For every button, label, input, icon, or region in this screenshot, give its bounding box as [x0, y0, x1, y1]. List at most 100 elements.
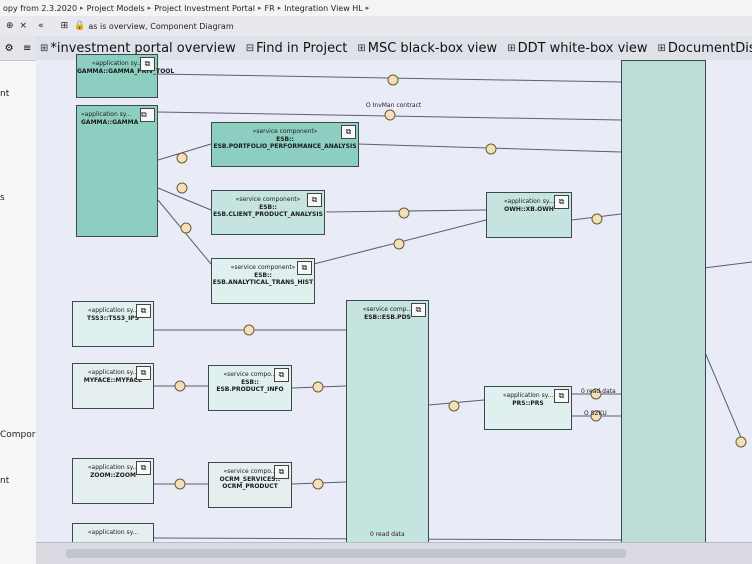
interface-lollipop[interactable]: [735, 436, 747, 448]
component-icon: ⧉: [554, 389, 569, 403]
component-icon: ⧉: [274, 465, 289, 479]
interface-lollipop[interactable]: [174, 478, 186, 490]
breadcrumb-item-3[interactable]: Project Investment Portal: [154, 3, 255, 13]
component-client-product-analysis[interactable]: ⧉ «service component» ESB:: ESB.CLIENT_P…: [211, 190, 325, 235]
chevron-right-icon: ▸: [257, 4, 262, 12]
component-gamma[interactable]: ⧉ «application sy... GAMMA::GAMMA: [76, 105, 158, 237]
stereotype-label: «service comp...: [362, 306, 413, 313]
diagram-icon: ⊞: [507, 42, 516, 54]
component-icon: ⧉: [140, 108, 155, 122]
component-icon: ⧉: [140, 57, 155, 71]
component-esb-pds[interactable]: ⧉ «service comp... ESB::ESB.PDS: [346, 300, 429, 543]
connector[interactable]: [703, 349, 743, 441]
connector[interactable]: [157, 187, 212, 211]
tab-msc-black-box-view[interactable]: ⊞ MSC black-box view: [353, 41, 503, 56]
component-icon: ⧉: [341, 125, 356, 139]
settings-icon[interactable]: ⚙: [4, 42, 14, 54]
connector[interactable]: [703, 261, 752, 269]
component-analytical-trans-hist[interactable]: ⧉ «service component» ESB:: ESB.ANALYTIC…: [211, 258, 315, 304]
interface-lollipop[interactable]: [387, 74, 399, 86]
interface-lollipop[interactable]: [312, 381, 324, 393]
tab-document-distribution[interactable]: ⊞ DocumentDistributi: [654, 41, 752, 56]
component-name: OWH::XB.OWH: [504, 205, 554, 213]
component-myface[interactable]: ⧉ «application sy... MYFACE::MYFACE: [72, 363, 154, 409]
diagram-icon: ⊞: [40, 42, 49, 54]
component-icon: ⧉: [274, 368, 289, 382]
breadcrumb-item-5[interactable]: Integration View HL: [284, 3, 363, 13]
interface-lollipop[interactable]: [398, 207, 410, 219]
connector[interactable]: [157, 143, 212, 161]
component-icon: ⧉: [411, 303, 426, 317]
interface-label: 0 read data: [370, 531, 405, 538]
interface-lollipop[interactable]: [243, 324, 255, 336]
interface-lollipop[interactable]: [180, 222, 192, 234]
tab-investment-portal-overview[interactable]: ⊞ *investment portal overview: [36, 41, 242, 56]
diagram-title: as is overview, Component Diagram: [88, 21, 234, 31]
diagram-canvas[interactable]: ⧉ «application sy... GAMMA::GAMMA_PRIV_T…: [36, 54, 752, 549]
close-icon[interactable]: ×: [19, 21, 28, 31]
interface-label: O InvMan contract: [366, 102, 422, 109]
stereotype-label: «service component»: [252, 128, 318, 135]
component-icon: ⧉: [297, 261, 312, 275]
breadcrumb-item-1[interactable]: opy from 2.3.2020: [3, 3, 78, 13]
left-panel-label: Compor: [0, 430, 36, 440]
interface-lollipop[interactable]: [393, 238, 405, 250]
component-name: TSS3::TSS3_IPS: [86, 314, 140, 322]
interface-lollipop[interactable]: [590, 388, 602, 400]
interface-lollipop[interactable]: [591, 213, 603, 225]
pin-icon[interactable]: ⊕: [6, 21, 14, 31]
component-ocrm-product[interactable]: ⧉ «service compo... OCRM_SERVICES:: OCRM…: [208, 462, 292, 508]
breadcrumb: opy from 2.3.2020 ▸ Project Models ▸ Pro…: [0, 0, 752, 17]
stereotype-label: «application sy...: [87, 464, 139, 471]
component-owh[interactable]: ⧉ «application sy... OWH::XB.OWH: [486, 192, 572, 238]
component-prs[interactable]: ⧉ «application sy... PRS::PRS: [484, 386, 572, 430]
stereotype-label: «application sy...: [81, 111, 132, 118]
component-name: ESB::ESB.PDS: [364, 313, 411, 321]
component-tss3-ips[interactable]: ⧉ «application sy... TSS3::TSS3_IPS: [72, 301, 154, 347]
stereotype-label: «application sy...: [503, 198, 555, 205]
interface-lollipop[interactable]: [590, 410, 602, 422]
tab-label: *investment portal overview: [50, 40, 236, 56]
tab-label: Find in Project: [256, 40, 348, 56]
stereotype-label: «application sy...: [502, 392, 554, 399]
interface-lollipop[interactable]: [176, 152, 188, 164]
component-zoom[interactable]: ⧉ «application sy... ZOOM::ZOOM: [72, 458, 154, 504]
breadcrumb-item-4[interactable]: FR: [264, 3, 275, 13]
interface-lollipop[interactable]: [174, 380, 186, 392]
component-name: ZOOM::ZOOM: [90, 471, 136, 479]
connector[interactable]: [157, 199, 217, 271]
component-icon: ⧉: [136, 304, 151, 318]
interface-lollipop[interactable]: [176, 182, 188, 194]
interface-lollipop[interactable]: [485, 143, 497, 155]
interface-lollipop[interactable]: [384, 109, 396, 121]
breadcrumb-item-2[interactable]: Project Models: [86, 3, 145, 13]
component-product-info[interactable]: ⧉ «service compo... ESB:: ESB.PRODUCT_IN…: [208, 365, 292, 411]
left-panel-toolbar: ⚙ ≡: [0, 36, 36, 61]
horizontal-scrollbar[interactable]: [36, 542, 752, 564]
stereotype-label: «service component»: [230, 264, 296, 271]
chevron-left-icon[interactable]: «: [38, 21, 44, 31]
component-gamma-priv-tool[interactable]: ⧉ «application sy... GAMMA::GAMMA_PRIV_T…: [76, 54, 174, 98]
interface-label: 0 read data: [581, 388, 616, 395]
component-name: ESB:: ESB.CLIENT_PRODUCT_ANALYSIS: [213, 203, 323, 219]
stereotype-label: «application sy...: [87, 369, 139, 376]
chevron-right-icon: ▸: [147, 4, 152, 12]
tab-find-in-project[interactable]: ⊟ Find in Project: [242, 41, 354, 56]
component-portfolio-performance-analysis[interactable]: ⧉ «service component» ESB:: ESB.PORTFOLI…: [211, 122, 359, 167]
left-panel-label: nt: [0, 476, 10, 486]
menu-icon[interactable]: ≡: [22, 42, 32, 54]
interface-lollipop[interactable]: [448, 400, 460, 412]
diagram-icon: ⊞: [657, 42, 666, 54]
tab-label: DDT white-box view: [517, 40, 648, 56]
stereotype-label: «application sy...: [91, 60, 143, 67]
scrollbar-thumb[interactable]: [66, 549, 626, 558]
interface-lollipop[interactable]: [312, 478, 324, 490]
component-name: ESB:: ESB.ANALYTICAL_TRANS_HIST: [212, 271, 314, 287]
component-icon: ⧉: [554, 195, 569, 209]
diagram-title-bar: ⊕ × « ⊞ 🔒 as is overview, Component Diag…: [0, 16, 752, 37]
tab-ddt-white-box-view[interactable]: ⊞ DDT white-box view: [503, 41, 653, 56]
lock-icon: 🔒: [74, 21, 86, 31]
left-panel-label: nt: [0, 89, 10, 99]
large-component[interactable]: [621, 60, 706, 548]
